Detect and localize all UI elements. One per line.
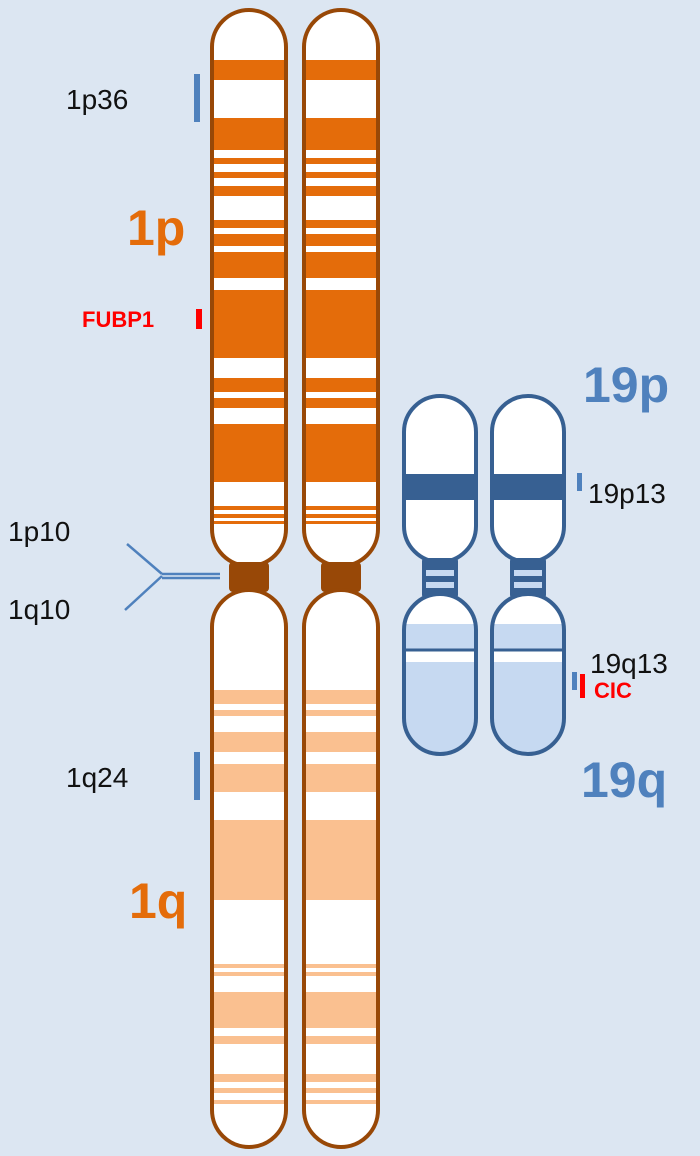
- marker-1p36: [194, 74, 200, 122]
- label-arm-19p: 19p: [583, 357, 670, 413]
- label-19q13: 19q13: [590, 648, 668, 679]
- label-1p36: 1p36: [66, 84, 129, 115]
- label-gene-cic: CIC: [594, 678, 632, 703]
- chr1-chromatid-b-p-arm: [302, 8, 380, 568]
- marker-cic: [580, 674, 585, 698]
- label-1q24: 1q24: [66, 762, 129, 793]
- marker-19q13: [572, 672, 577, 690]
- chr19-chromatid-a-p-arm: [402, 394, 478, 564]
- label-arm-1p: 1p: [127, 200, 186, 256]
- chr1-chromatid-a-q-arm: [210, 588, 288, 1149]
- label-1q10: 1q10: [8, 594, 71, 625]
- chromosome-1: [210, 8, 380, 1149]
- label-1p10: 1p10: [8, 516, 71, 547]
- chr1-chromatid-a-p-arm: [210, 8, 288, 568]
- chr1-centromere-a: [229, 562, 269, 592]
- chr19-chromatid-b-q-arm: [490, 592, 566, 756]
- chr19-centromere-b: [510, 558, 546, 598]
- chr19-chromatid-b-p-arm: [490, 394, 566, 564]
- chr19-centromere-a: [422, 558, 458, 598]
- chromosome-19: [402, 394, 566, 756]
- marker-fubp1: [196, 309, 202, 329]
- label-gene-fubp1: FUBP1: [82, 307, 155, 332]
- chr1-chromatid-b-q-arm: [302, 588, 380, 1149]
- centromere-pointer: [124, 543, 220, 611]
- label-arm-19q: 19q: [581, 752, 668, 808]
- label-arm-1q: 1q: [129, 873, 188, 929]
- label-19p13: 19p13: [588, 478, 666, 509]
- chr19-chromatid-a-q-arm: [402, 592, 478, 756]
- marker-19p13: [577, 473, 582, 491]
- chr1-centromere-b: [321, 562, 361, 592]
- marker-1q24: [194, 752, 200, 800]
